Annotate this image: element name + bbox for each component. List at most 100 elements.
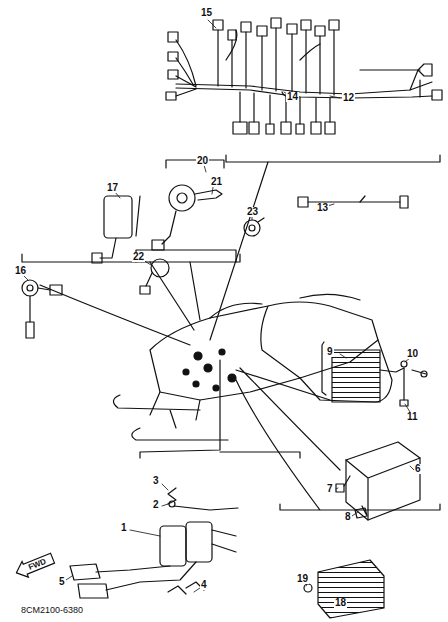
nut-part xyxy=(244,218,264,236)
regulator-part xyxy=(318,560,384,618)
callout-number: 21 xyxy=(210,177,223,187)
wire-harness xyxy=(213,20,223,30)
ignition-switch xyxy=(166,160,224,168)
wire-harness xyxy=(233,122,247,134)
switch-part xyxy=(50,285,62,295)
wire-harness xyxy=(176,88,432,98)
regulator-part xyxy=(401,361,407,367)
callout-number: 1 xyxy=(120,523,128,533)
ignition-coil xyxy=(96,562,196,590)
ignition-coil xyxy=(186,522,212,562)
snowmobile-body xyxy=(113,294,392,440)
wire-harness xyxy=(325,122,335,134)
regulator-part xyxy=(304,560,384,618)
wire-harness xyxy=(257,26,267,36)
wire-harness xyxy=(249,122,259,134)
switch-part xyxy=(26,322,34,338)
wire-harness xyxy=(315,26,325,36)
wire-harness xyxy=(240,92,330,124)
lead-wire xyxy=(298,197,308,207)
ignition-coil xyxy=(168,488,176,504)
callout-number: 9 xyxy=(326,347,334,357)
callout-number: 23 xyxy=(246,207,259,217)
switch-part xyxy=(38,288,50,290)
snowmobile-body xyxy=(113,392,228,440)
switch-part xyxy=(22,280,38,296)
wire-harness xyxy=(166,92,176,100)
snowmobile-body xyxy=(219,349,225,355)
module-part xyxy=(92,253,102,263)
arrow-outline xyxy=(13,550,56,580)
wire-harness xyxy=(226,30,320,60)
switch-part xyxy=(27,285,33,291)
ignition-switch xyxy=(162,211,176,244)
module-part xyxy=(104,196,132,238)
callout-number: 11 xyxy=(406,412,419,422)
control-unit xyxy=(346,442,420,520)
callout-number: 10 xyxy=(406,349,419,359)
group-bracket xyxy=(40,262,200,345)
callout-number: 6 xyxy=(414,464,422,474)
nut-part xyxy=(249,225,255,231)
drawing-code: 8CM2100-6380 xyxy=(20,606,84,615)
group-bracket xyxy=(210,162,268,340)
wire-harness xyxy=(166,18,442,134)
leader-line xyxy=(24,20,414,604)
group-bracket xyxy=(22,155,440,510)
wire-harness xyxy=(360,70,420,97)
ignition-coil xyxy=(70,564,108,598)
callout-number: 5 xyxy=(58,577,66,587)
callout-number: 14 xyxy=(286,92,299,102)
control-unit xyxy=(336,442,420,520)
regulator-part xyxy=(400,400,408,406)
callout-number: 2 xyxy=(152,500,160,510)
wire-harness xyxy=(228,30,236,40)
snowmobile-body xyxy=(210,303,262,318)
wire-harness xyxy=(301,20,311,30)
wire-harness xyxy=(271,18,281,28)
wire-harness xyxy=(311,122,321,134)
switch-part xyxy=(146,273,152,286)
wire-harness xyxy=(296,124,304,134)
group-bracket xyxy=(226,155,440,162)
wire-harness xyxy=(168,70,178,79)
ignition-coil xyxy=(160,526,186,566)
callout-number: 4 xyxy=(200,580,208,590)
control-unit xyxy=(344,476,350,486)
switch-part xyxy=(151,259,169,277)
callout-number: 16 xyxy=(14,266,27,276)
callout-number: 20 xyxy=(196,156,209,166)
regulator-part xyxy=(332,350,380,402)
regulator-part xyxy=(322,342,427,406)
leader-line xyxy=(24,20,414,604)
nut-part xyxy=(258,218,264,222)
regulator-part xyxy=(403,368,404,400)
ignition-switch xyxy=(136,250,236,262)
wire-harness xyxy=(218,28,334,95)
snowmobile-body xyxy=(204,364,212,372)
group-bracket xyxy=(236,368,340,470)
snowmobile-body xyxy=(228,374,236,382)
snowmobile-body xyxy=(193,381,199,387)
ignition-coil xyxy=(168,582,204,594)
regulator-part xyxy=(380,368,404,372)
lead-wire xyxy=(400,196,408,208)
switch-part xyxy=(140,259,169,294)
callout-number: 12 xyxy=(342,93,355,103)
snowmobile-body xyxy=(213,385,219,391)
regulator-part xyxy=(304,584,312,592)
ignition-coil xyxy=(212,530,236,552)
wire-harness xyxy=(287,24,297,34)
snowmobile-body xyxy=(300,340,392,402)
wire-harness xyxy=(410,64,432,90)
control-unit xyxy=(346,458,420,520)
wire-harness xyxy=(176,40,196,96)
ignition-switch xyxy=(136,160,236,262)
callout-number: 22 xyxy=(132,252,145,262)
callout-number: 19 xyxy=(296,574,309,584)
wire-harness xyxy=(266,124,274,134)
ignition-switch xyxy=(177,193,187,203)
callout-number: 3 xyxy=(152,476,160,486)
